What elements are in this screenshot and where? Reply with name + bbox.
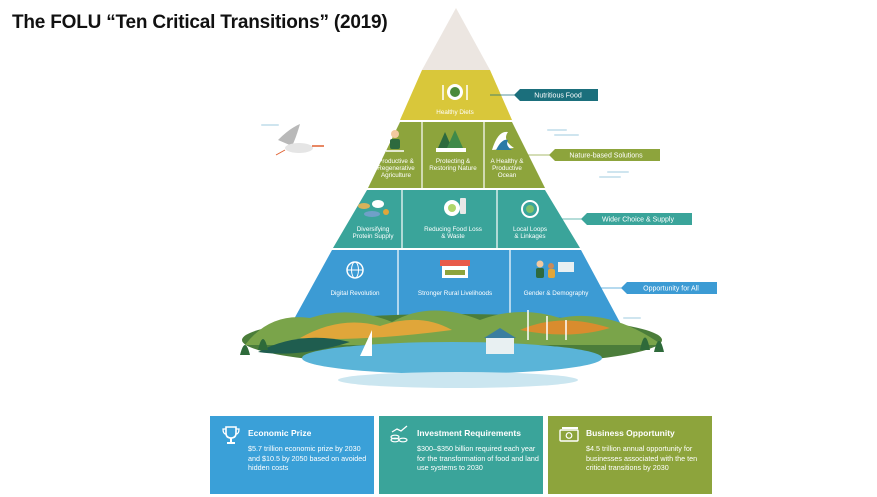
pyramid-apex bbox=[422, 8, 490, 70]
coins-chart-icon bbox=[390, 425, 408, 443]
landscape-illustration bbox=[240, 310, 664, 388]
tag-label-opportunity-for-all: Opportunity for All bbox=[643, 286, 699, 293]
tier-label-local-loops-1: Local Loops bbox=[513, 226, 547, 233]
tag-wider-choice-supply: Wider Choice & Supply bbox=[581, 213, 692, 225]
investment-requirements-box: Investment Requirements $300–$350 billio… bbox=[379, 416, 543, 494]
food-waste-icon bbox=[444, 198, 466, 216]
cloud-decoration bbox=[261, 124, 641, 319]
tier-label-digital-revolution: Digital Revolution bbox=[330, 290, 379, 297]
tier-label-reducing-food-loss-1: Reducing Food Loss bbox=[424, 226, 482, 233]
tier-label-productive-agriculture-3: Agriculture bbox=[381, 172, 412, 179]
tag-nutritious-food: Nutritious Food bbox=[514, 89, 598, 101]
business-opportunity-title: Business Opportunity bbox=[586, 428, 675, 438]
tier-wider-choice-supply bbox=[333, 190, 580, 248]
tier-label-healthy-ocean-3: Ocean bbox=[498, 172, 517, 179]
tier-label-productive-agriculture-1: Productive & bbox=[378, 158, 414, 165]
tier-label-protecting-nature-1: Protecting & bbox=[436, 158, 471, 165]
tier-label-diversifying-protein-1: Diversifying bbox=[357, 226, 390, 233]
economic-prize-text: $5.7 trillion economic prize by 2030 and… bbox=[248, 444, 367, 473]
folu-pyramid-diagram: Healthy Diets Productive & Regenerative … bbox=[240, 8, 717, 388]
forest-icon bbox=[436, 130, 466, 152]
wave-icon bbox=[492, 131, 514, 150]
tier-label-diversifying-protein-2: Protein Supply bbox=[353, 233, 395, 240]
page-title: The FOLU “Ten Critical Transitions” (201… bbox=[12, 12, 388, 33]
local-loops-icon bbox=[521, 200, 539, 218]
tier-label-healthy-ocean-1: A Healthy & bbox=[491, 158, 525, 165]
business-opportunity-text: $4.5 trillion annual opportunity for bus… bbox=[586, 444, 698, 473]
tag-nature-based-solutions: Nature-based Solutions bbox=[549, 149, 660, 161]
globe-icon bbox=[346, 261, 364, 279]
healthy-diets-icon bbox=[442, 84, 468, 100]
tier-label-protecting-nature-2: Restoring Nature bbox=[429, 165, 477, 172]
tier-label-healthy-ocean-2: Productive bbox=[492, 165, 522, 172]
investment-requirements-text: $300–$350 billion required each year for… bbox=[417, 444, 539, 473]
tag-label-wider-choice-supply: Wider Choice & Supply bbox=[602, 217, 674, 224]
family-icon bbox=[536, 260, 574, 278]
banknote-icon bbox=[559, 427, 579, 442]
tier-label-productive-agriculture-2: Regenerative bbox=[377, 165, 415, 172]
protein-icon bbox=[358, 200, 389, 217]
tier-label-reducing-food-loss-2: & Waste bbox=[441, 233, 465, 240]
investment-requirements-title: Investment Requirements bbox=[417, 428, 521, 438]
tier-label-gender-demography: Gender & Demography bbox=[524, 290, 590, 297]
economic-prize-title: Economic Prize bbox=[248, 428, 312, 438]
tag-label-nutritious-food: Nutritious Food bbox=[534, 93, 582, 100]
tag-label-nature-based-solutions: Nature-based Solutions bbox=[569, 153, 643, 160]
tier-label-local-loops-2: & Linkages bbox=[514, 233, 545, 240]
farmer-icon bbox=[386, 130, 404, 152]
tier-label-rural-livelihoods: Stronger Rural Livelihoods bbox=[418, 290, 492, 297]
tag-opportunity-for-all: Opportunity for All bbox=[621, 282, 717, 294]
stork-illustration bbox=[275, 124, 324, 156]
business-opportunity-box: Business Opportunity $4.5 trillion annua… bbox=[548, 416, 712, 494]
trophy-icon bbox=[222, 426, 240, 444]
economic-prize-box: Economic Prize $5.7 trillion economic pr… bbox=[210, 416, 374, 494]
market-stall-icon bbox=[440, 260, 470, 278]
tier-label-healthy-diets: Healthy Diets bbox=[436, 109, 473, 116]
